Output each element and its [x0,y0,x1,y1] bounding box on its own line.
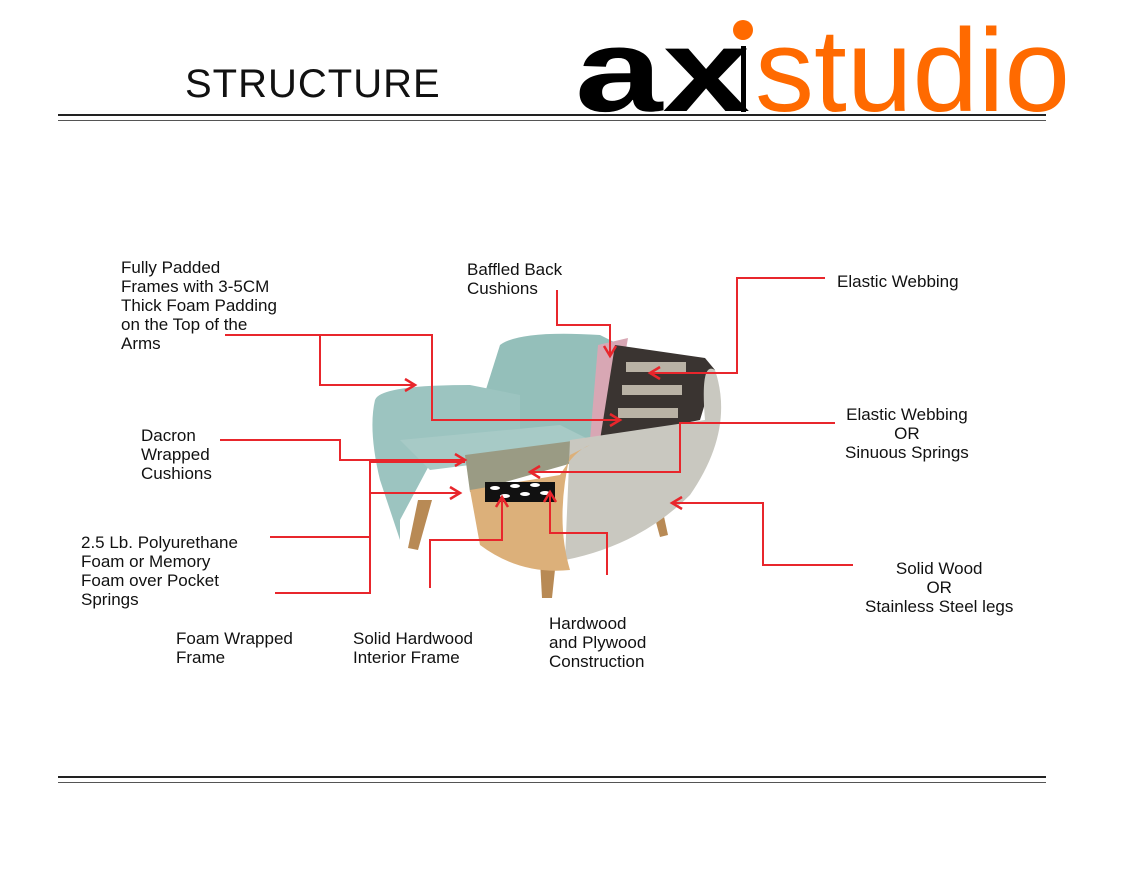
leader-dacron [220,439,465,461]
cushion-cutaway [465,440,590,492]
seat-cushion [400,425,590,470]
chair-arm [372,385,520,540]
label-solid-hardwood: Solid Hardwood Interior Frame [353,629,474,667]
leader-elastic-webbing [650,277,825,374]
arrowheads [404,345,683,511]
outer-shell [565,368,722,560]
leader-fully-padded-2 [319,335,415,386]
footer-rule [58,776,1046,783]
header-rule [58,114,1046,121]
leader-polyurethane [270,461,465,594]
leader-foam-wrapped [429,497,503,588]
svg-text:studio: studio [755,8,1070,118]
label-dacron: Dacron Wrapped Cushions [141,426,212,483]
label-solid-wood-legs: Solid Wood OR Stainless Steel legs [865,559,1014,616]
axistudio-logo: ax studio [575,8,1070,118]
label-baffled-back: Baffled Back Cushions [467,260,563,298]
leader-fully-padded [225,334,620,421]
leader-hardwood-plywood [549,492,608,575]
label-elastic-webbing: Elastic Webbing [837,272,959,291]
leader-solid-wood [672,502,853,566]
leader-baffled-back [556,290,611,355]
label-polyurethane: 2.5 Lb. Polyurethane Foam or Memory Foam… [81,533,238,609]
leader-elastic-or-sinuous [530,422,835,473]
leader-lines [220,277,853,594]
chair-leg [408,500,432,550]
label-hardwood-plywood: Hardwood and Plywood Construction [549,614,647,671]
svg-text:ax: ax [575,8,750,118]
label-elastic-or-sinuous: Elastic Webbing OR Sinuous Springs [845,405,969,462]
label-fully-padded: Fully Padded Frames with 3-5CM Thick Foa… [121,258,277,353]
page-title: STRUCTURE [185,62,441,106]
label-foam-wrapped: Foam Wrapped Frame [176,629,293,667]
